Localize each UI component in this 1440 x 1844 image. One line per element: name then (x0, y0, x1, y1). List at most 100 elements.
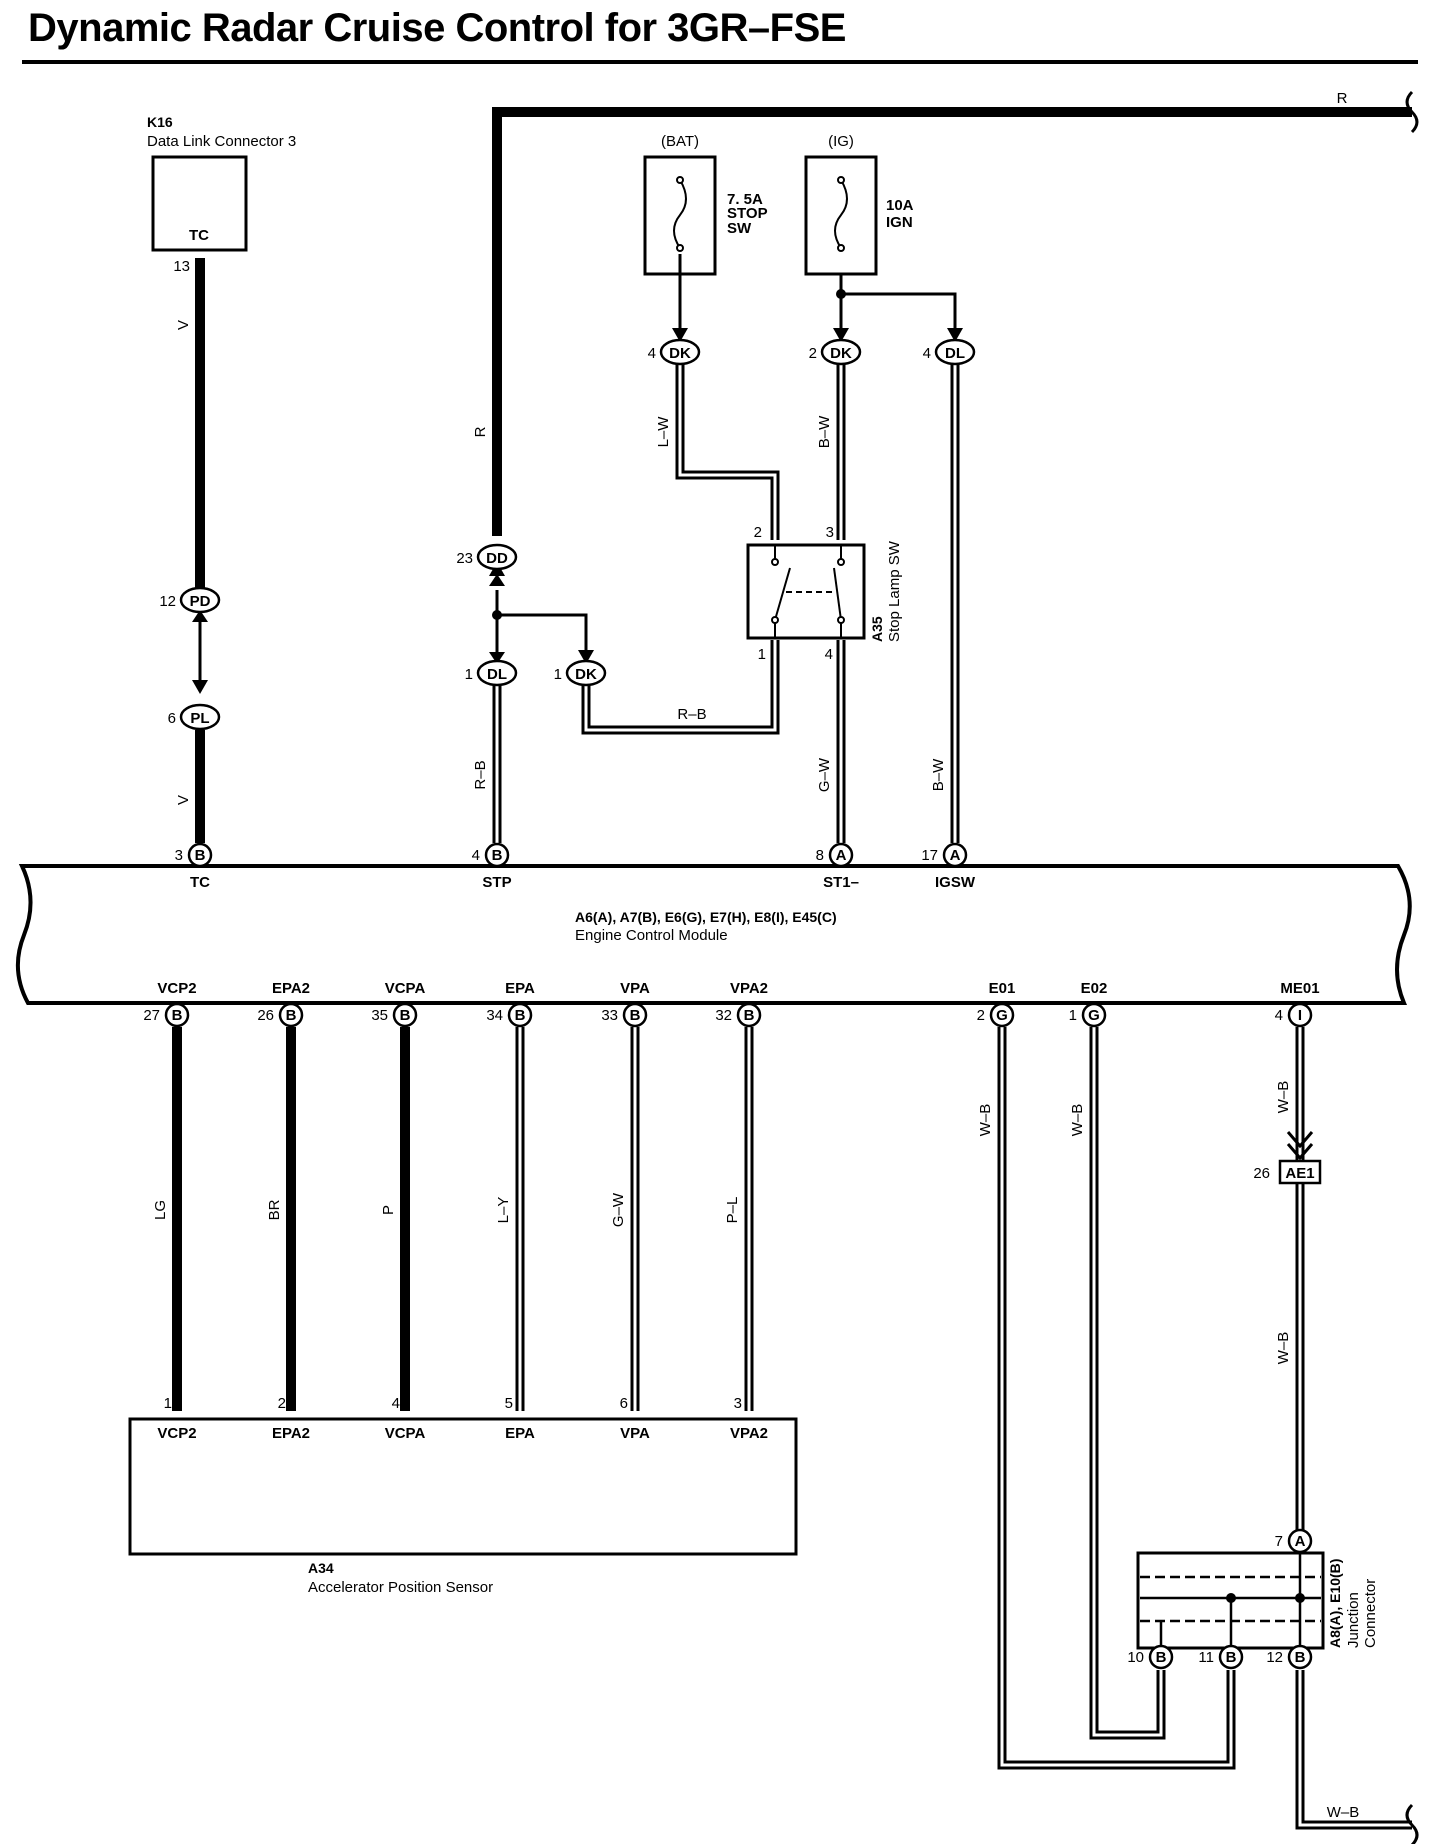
wire-r (492, 107, 1412, 536)
wire-ig-branch (841, 292, 957, 340)
wire-label: R–B (472, 760, 489, 789)
svg-text:PL: PL (190, 710, 209, 727)
svg-text:2: 2 (278, 1395, 286, 1412)
svg-text:B: B (286, 1007, 297, 1024)
aps-pin-3: 3 VPA2 (730, 1395, 768, 1442)
arrow-icon (833, 328, 849, 342)
svg-text:DK: DK (669, 345, 691, 362)
svg-text:TC: TC (190, 874, 210, 891)
svg-text:1: 1 (554, 666, 562, 683)
fuse-icon (673, 179, 687, 249)
ecm-pin-epa2: EPA2 B 26 (257, 980, 310, 1028)
svg-text:27: 27 (143, 1007, 160, 1024)
splice-dot (492, 610, 502, 620)
svg-text:4: 4 (392, 1395, 400, 1412)
ecm-pin-vcpa: VCPA B 35 (371, 980, 425, 1028)
svg-text:32: 32 (715, 1007, 732, 1024)
svg-text:I: I (1298, 1007, 1302, 1024)
wire-break-mark (1405, 1803, 1419, 1844)
svg-text:6: 6 (620, 1395, 628, 1412)
connector-dl-mid: DL 1 (465, 659, 518, 687)
dlc-pin: 13 (173, 258, 190, 275)
stop-lamp-pin2: 2 (754, 524, 762, 541)
arrow-icon (489, 574, 505, 586)
junction-line3: Connector (1362, 1579, 1379, 1648)
splice-dot (1295, 1593, 1305, 1603)
wire-label: BR (266, 1199, 283, 1220)
svg-text:B: B (492, 847, 503, 864)
ecm-pin-st1: A 8 ST1– (816, 842, 859, 891)
ecm-pin-vpa: VPA B 33 (601, 980, 650, 1028)
aps-box (128, 1417, 798, 1556)
arrow-icon (672, 328, 688, 342)
splice-dot (836, 289, 846, 299)
svg-text:DD: DD (486, 550, 508, 567)
fuse-icon (834, 179, 848, 249)
fuse-bat-name1: STOP (727, 205, 768, 222)
wire-lw (675, 364, 780, 540)
dlc-code: K16 (147, 114, 173, 130)
svg-text:1: 1 (1069, 1007, 1077, 1024)
svg-text:E01: E01 (989, 980, 1016, 997)
svg-text:PD: PD (190, 593, 211, 610)
svg-text:12: 12 (159, 593, 176, 610)
wire-label: L–Y (495, 1197, 512, 1224)
svg-text:1: 1 (164, 1395, 172, 1412)
wire-label: R (1337, 90, 1348, 107)
ecm-pin-vpa2: VPA2 B 32 (715, 980, 768, 1028)
wire-break-mark (1405, 90, 1419, 134)
wire-label: W–B (1327, 1804, 1360, 1821)
svg-text:DK: DK (575, 666, 597, 683)
wire-label: V (175, 320, 192, 330)
chevron-down-icon (1286, 1131, 1314, 1161)
svg-text:B: B (400, 1007, 411, 1024)
splice-dot (1226, 1593, 1236, 1603)
connector-ae1: AE1 26 (1253, 1159, 1322, 1185)
wire-label: LG (152, 1200, 169, 1220)
svg-text:5: 5 (505, 1395, 513, 1412)
svg-text:B: B (1156, 1649, 1167, 1666)
arrow-icon (489, 652, 505, 664)
wire-label: R (472, 426, 489, 437)
connector-pl: PL 6 (168, 703, 221, 731)
ecm-pin-vcp2: VCP2 B 27 (143, 980, 197, 1028)
junction-line1: A8(A), E10(B) (1327, 1559, 1343, 1648)
aps-pin-2: 2 EPA2 (272, 1395, 310, 1442)
arrow-icon (192, 680, 208, 694)
svg-text:23: 23 (456, 550, 473, 567)
wire-label: W–B (977, 1104, 994, 1137)
connector-pd: PD 12 (159, 586, 221, 614)
connector-dk-bat: DK 4 (648, 338, 701, 366)
ecm-pin-stp: B 4 STP (472, 842, 512, 891)
svg-text:2: 2 (809, 345, 817, 362)
ecm-pin-e02: E02 G 1 (1069, 980, 1107, 1028)
arrow-icon (192, 610, 208, 622)
page-title: Dynamic Radar Cruise Control for 3GR–FSE (28, 6, 846, 50)
svg-text:4: 4 (472, 847, 480, 864)
svg-text:A: A (1295, 1533, 1306, 1550)
ecm-body (15, 864, 1412, 1005)
wire-label: L–W (655, 416, 672, 448)
junction-pin-11: B 11 (1198, 1644, 1244, 1670)
dlc-box (151, 155, 248, 252)
fuse-bat-name2: SW (727, 220, 752, 237)
svg-text:B: B (195, 847, 206, 864)
svg-text:B: B (744, 1007, 755, 1024)
svg-text:IGSW: IGSW (935, 874, 976, 891)
svg-text:B: B (172, 1007, 183, 1024)
ecm-label-2: Engine Control Module (575, 927, 728, 944)
wire-label: V (175, 795, 192, 805)
wire-label: W–B (1275, 1081, 1292, 1114)
dlc-name: Data Link Connector 3 (147, 133, 296, 150)
svg-text:3: 3 (175, 847, 183, 864)
stop-lamp-name: Stop Lamp SW (886, 540, 903, 642)
wire-label: G–W (610, 1192, 627, 1227)
svg-text:VCP2: VCP2 (157, 980, 196, 997)
connector-dk-ig: DK 2 (809, 338, 862, 366)
fuse-ig-rating: 10A (886, 197, 914, 214)
junction-pin-12: B 12 (1266, 1644, 1313, 1670)
svg-text:B: B (1295, 1649, 1306, 1666)
fuse-ig-source: (IG) (828, 133, 854, 150)
svg-text:EPA2: EPA2 (272, 980, 310, 997)
